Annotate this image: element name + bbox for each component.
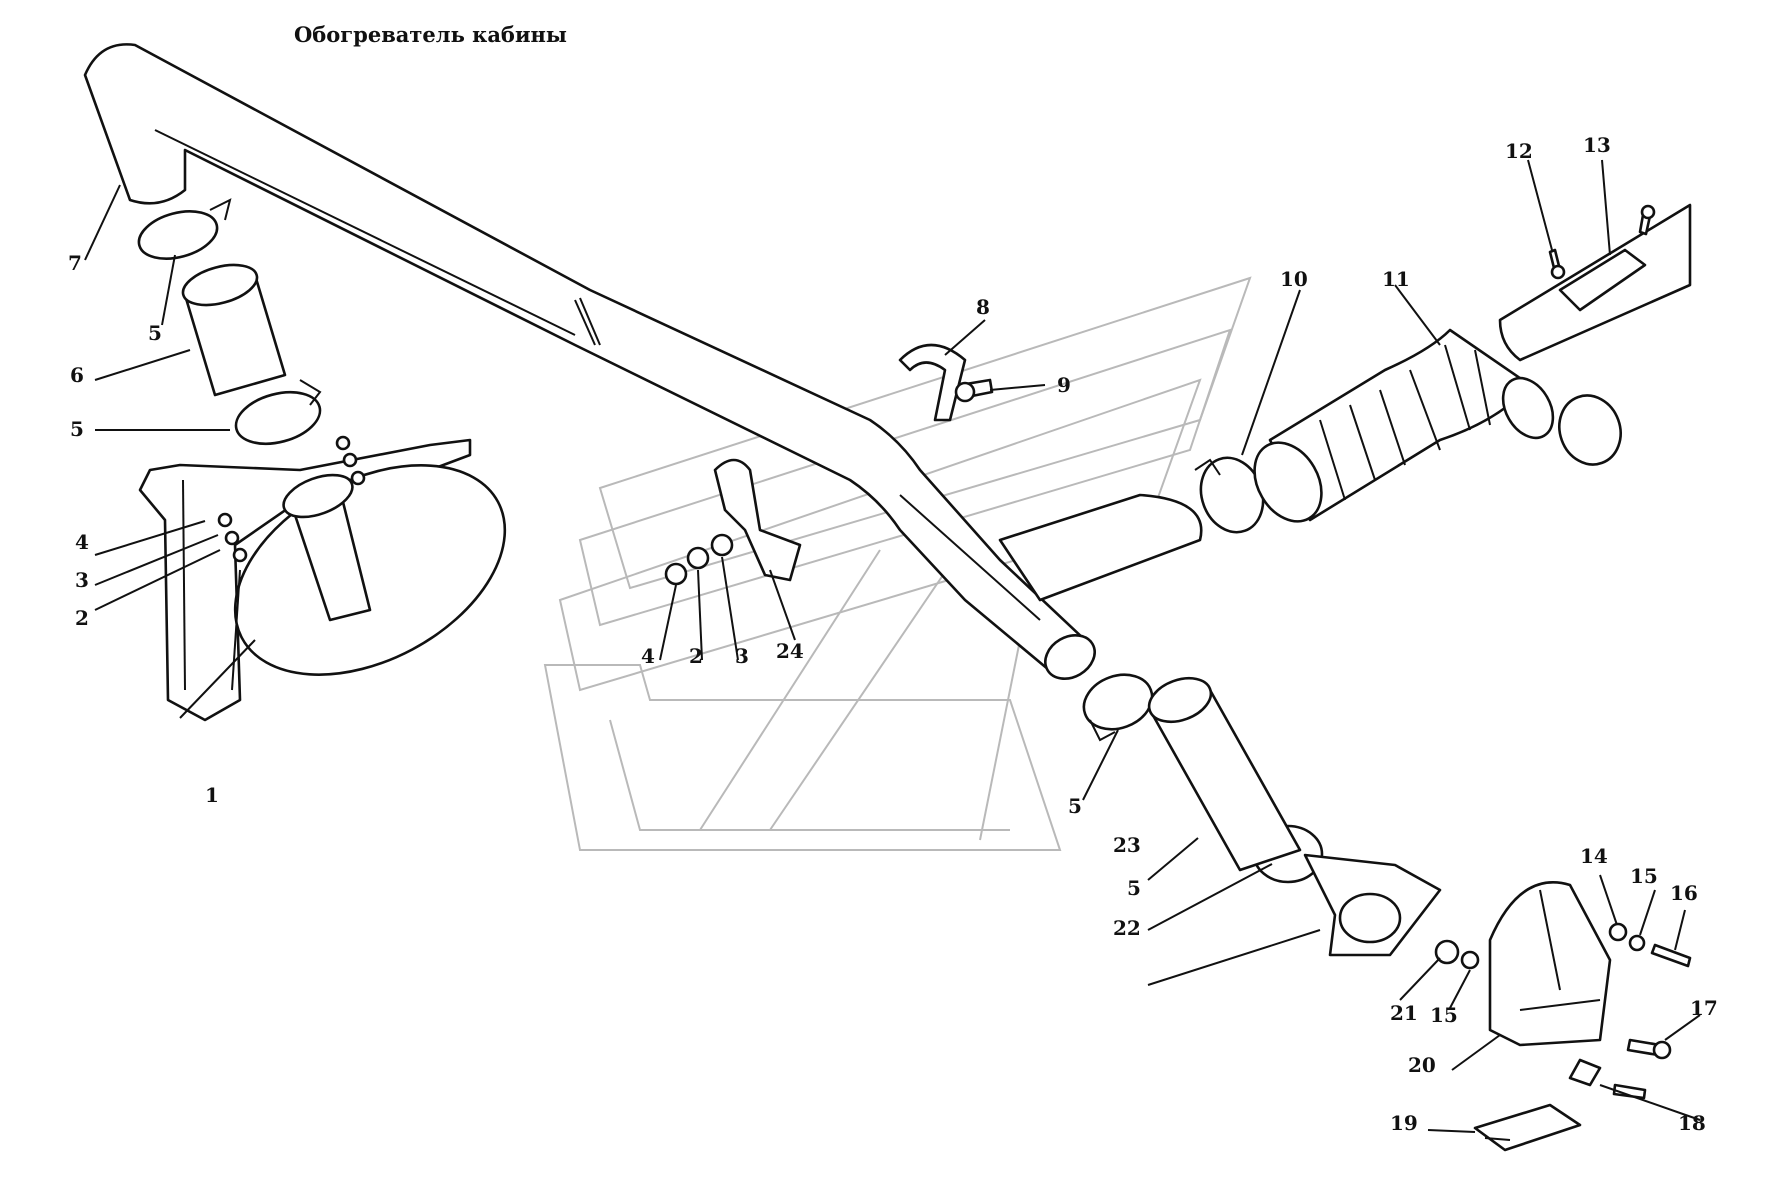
callout-19: 19 xyxy=(1390,1111,1418,1135)
callout-13: 13 xyxy=(1583,133,1611,157)
callout-15-upper: 15 xyxy=(1630,864,1658,888)
part-9-bolt xyxy=(954,378,994,403)
callout-4-center: 4 xyxy=(641,644,655,668)
callout-15-lower: 15 xyxy=(1430,1003,1458,1027)
callout-22: 22 xyxy=(1113,916,1141,940)
callout-6: 6 xyxy=(70,363,84,387)
part-6-connector-tube xyxy=(181,263,287,397)
part-2-3-4-washers-center xyxy=(664,533,734,586)
callout-5-lower: 5 xyxy=(1068,794,1082,818)
diagram-title: Обогреватель кабины xyxy=(294,22,567,47)
callout-5-on-23: 5 xyxy=(1127,876,1141,900)
callout-4: 4 xyxy=(75,530,89,554)
part-13-outlet-duct xyxy=(1498,203,1692,362)
part-5-clamp-hose xyxy=(1558,394,1622,466)
part-23-tube xyxy=(1147,676,1302,872)
part-14-nut xyxy=(1608,922,1628,942)
part-2-3-4-washers-left xyxy=(217,435,366,563)
callout-1: 1 xyxy=(205,783,219,807)
callout-8: 8 xyxy=(976,295,990,319)
part-19-mounting-plate xyxy=(1473,1103,1582,1152)
callout-16: 16 xyxy=(1670,881,1698,905)
part-8-bracket xyxy=(898,343,967,422)
callout-23: 23 xyxy=(1113,833,1141,857)
leader-lines xyxy=(84,159,1701,1133)
part-20-heat-shield xyxy=(1488,881,1612,1047)
part-22-flanged-tube xyxy=(1303,853,1442,957)
callout-9: 9 xyxy=(1057,373,1071,397)
part-5-clamp-top xyxy=(137,198,232,260)
callout-12: 12 xyxy=(1505,139,1533,163)
part-15-washer xyxy=(1460,950,1480,970)
callout-14: 14 xyxy=(1580,844,1608,868)
callout-24: 24 xyxy=(776,639,804,663)
part-12-screw xyxy=(1548,248,1566,280)
part-1-heater-housing xyxy=(138,438,507,722)
callout-18: 18 xyxy=(1678,1111,1706,1135)
part-16-bolt xyxy=(1650,943,1692,968)
part-5-clamp-lower xyxy=(1082,673,1154,742)
callout-17: 17 xyxy=(1690,996,1718,1020)
callout-5-top: 5 xyxy=(148,321,162,345)
callout-21: 21 xyxy=(1390,1001,1418,1025)
part-15-washer-2 xyxy=(1628,934,1646,952)
part-11-corrugated-hose xyxy=(1253,328,1555,523)
callout-7: 7 xyxy=(68,251,82,275)
part-10-clamp xyxy=(1194,456,1265,534)
part-12-screw-2 xyxy=(1638,204,1656,236)
part-5-clamp-middle xyxy=(234,379,322,446)
callout-labels: 1 2 3 4 4 2 3 24 5 5 6 7 8 9 10 11 12 13… xyxy=(68,133,1718,1135)
callout-3: 3 xyxy=(75,568,89,592)
callout-11: 11 xyxy=(1382,267,1410,291)
part-17-bolt xyxy=(1626,1038,1672,1060)
callout-2-center: 2 xyxy=(689,644,703,668)
part-7-main-duct xyxy=(83,43,1203,680)
callout-3-center: 3 xyxy=(735,644,749,668)
part-21-nut xyxy=(1434,939,1460,965)
callout-10: 10 xyxy=(1280,267,1308,291)
callout-2: 2 xyxy=(75,606,89,630)
part-24-clip-bracket xyxy=(713,458,802,582)
callout-5-middle: 5 xyxy=(70,417,84,441)
callout-20: 20 xyxy=(1408,1053,1436,1077)
part-18-clip-bolt xyxy=(1568,1058,1647,1100)
